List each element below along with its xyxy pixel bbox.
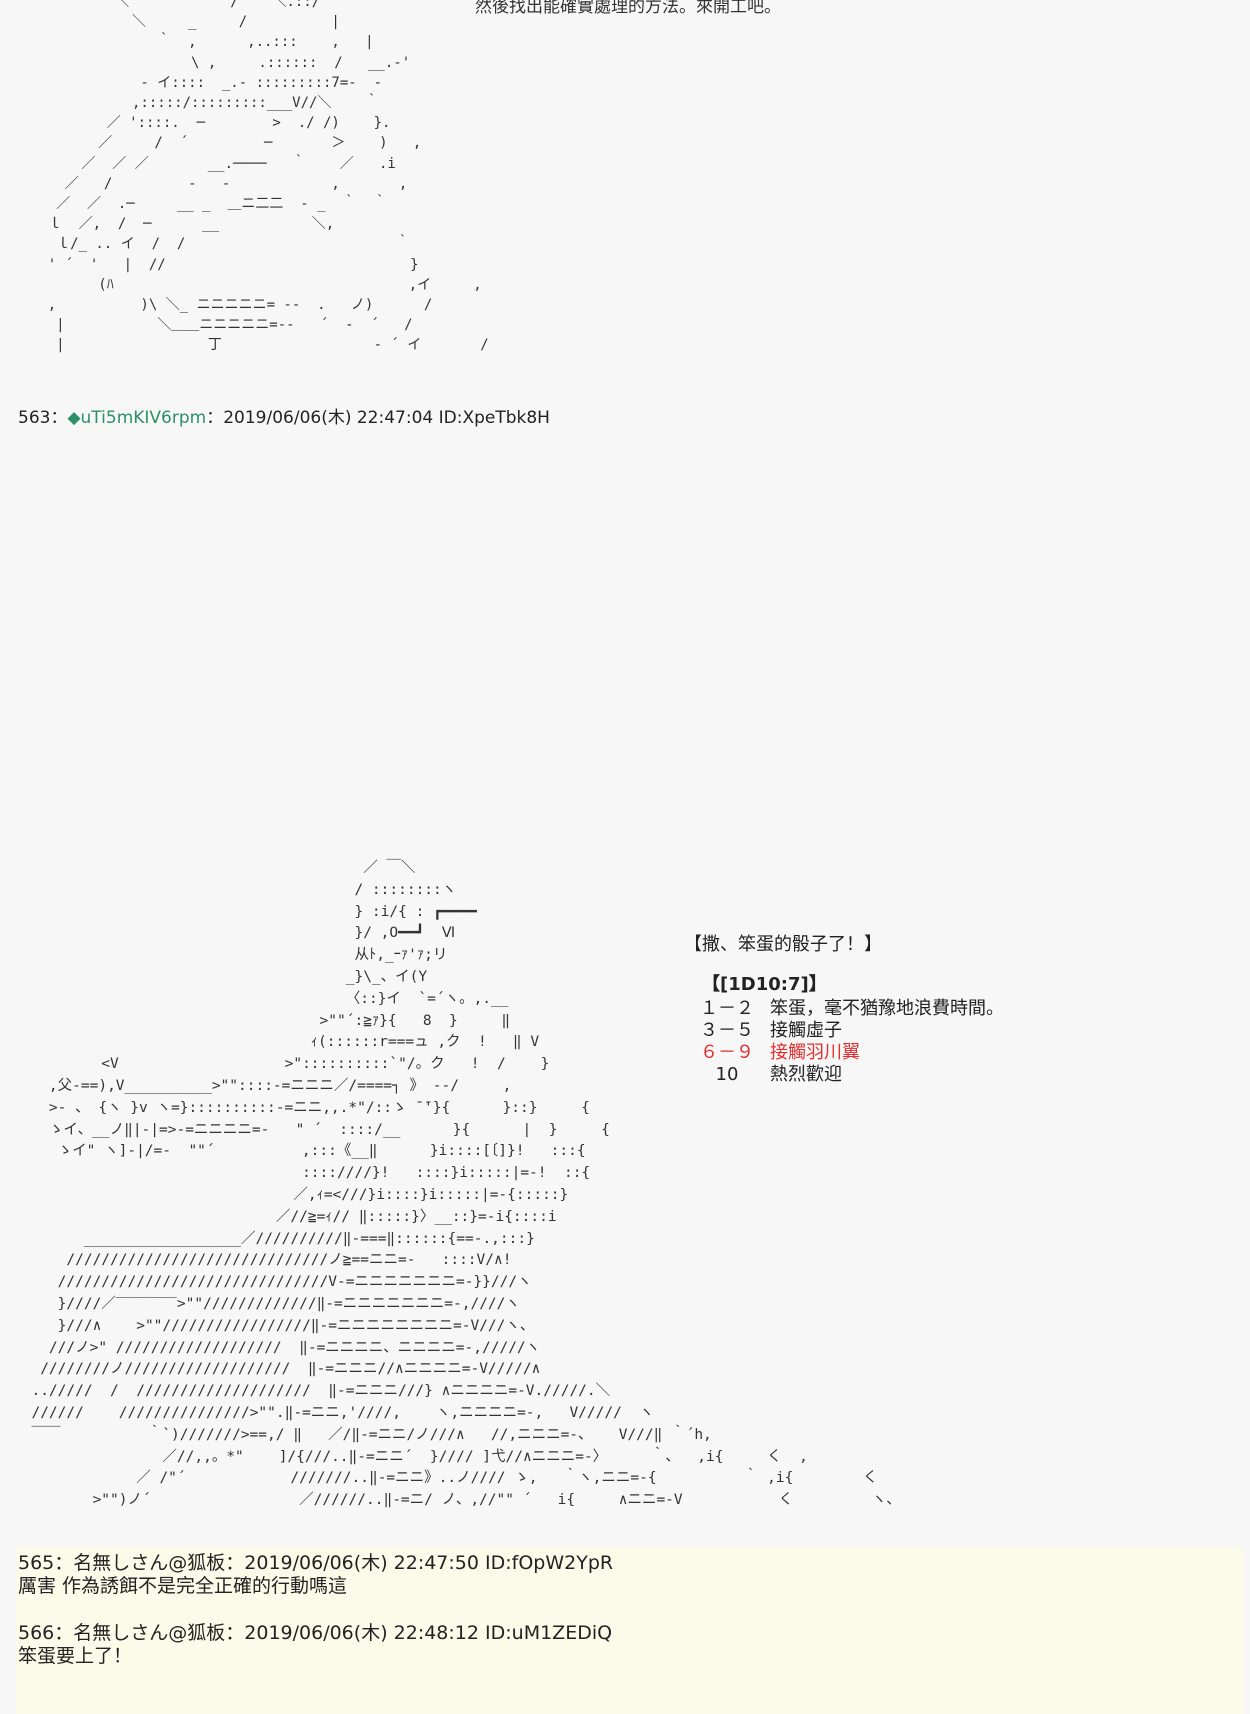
post-number: 563	[18, 408, 51, 428]
reply-565: 565：名無しさん@狐板：2019/06/06(木) 22:47:50 ID:f…	[18, 1552, 613, 1598]
ascii-art-main: ／ ￣＼ / ::::::::ヽ } :i/{ : ┏━━━━ }/ ,O━━┛…	[31, 860, 901, 1509]
separator: ：	[50, 408, 68, 428]
dice-table: 【撒、笨蛋的骰子了！】 【[1D10:7]】 １－２ 笨蛋，毫不猶豫地浪費時間。…	[684, 930, 1004, 1086]
dice-outcome: 熱烈歡迎	[770, 1064, 842, 1085]
dice-title: 【撒、笨蛋的骰子了！】	[684, 934, 882, 955]
dice-outcome: 接觸虛子	[770, 1020, 842, 1041]
post-563-header: 563：◆uTi5mKIV6rpm：2019/06/06(木) 22:47:04…	[18, 403, 550, 428]
dice-range: １－２	[700, 998, 754, 1019]
dice-row: １－２ 笨蛋，毫不猶豫地浪費時間。	[684, 998, 1004, 1020]
dice-row: 10 熱烈歡迎	[684, 1064, 1004, 1086]
reply-566: 566：名無しさん@狐板：2019/06/06(木) 22:48:12 ID:u…	[18, 1622, 612, 1668]
reply-body: 笨蛋要上了！	[18, 1645, 133, 1667]
reply-header: 565：名無しさん@狐板：2019/06/06(木) 22:47:50 ID:f…	[18, 1552, 614, 1574]
replies-section: 565：名無しさん@狐板：2019/06/06(木) 22:47:50 ID:f…	[16, 1548, 1244, 1714]
dice-result: 【[1D10:7]】	[702, 974, 827, 995]
trip-diamond-icon: ◆	[67, 408, 81, 428]
reply-body: 厲害 作為誘餌不是完全正確的行動嗎這	[18, 1575, 348, 1597]
dice-row: ３－５ 接觸虛子	[684, 1020, 1004, 1042]
top-caption: 然後找出能確實處理的方法。來開工吧。	[475, 0, 781, 17]
dice-outcome: 笨蛋，毫不猶豫地浪費時間。	[770, 998, 1004, 1019]
dice-range: 10	[715, 1064, 739, 1085]
post-date-id: ：2019/06/06(木) 22:47:04 ID:XpeTbk8H	[206, 408, 550, 428]
reply-header: 566：名無しさん@狐板：2019/06/06(木) 22:48:12 ID:u…	[18, 1622, 613, 1644]
dice-range: ６－９	[700, 1042, 754, 1063]
dice-row-hit: ６－９ 接觸羽川翼	[684, 1042, 1004, 1064]
ascii-art-top: ＼ / ＼.::/ ＼ _ / | ｀ , ,..::: , | \ , .::…	[47, 0, 489, 354]
dice-range: ３－５	[700, 1020, 754, 1041]
poster-name-link[interactable]: uTi5mKIV6rpm	[80, 408, 207, 428]
dice-outcome: 接觸羽川翼	[770, 1042, 860, 1063]
